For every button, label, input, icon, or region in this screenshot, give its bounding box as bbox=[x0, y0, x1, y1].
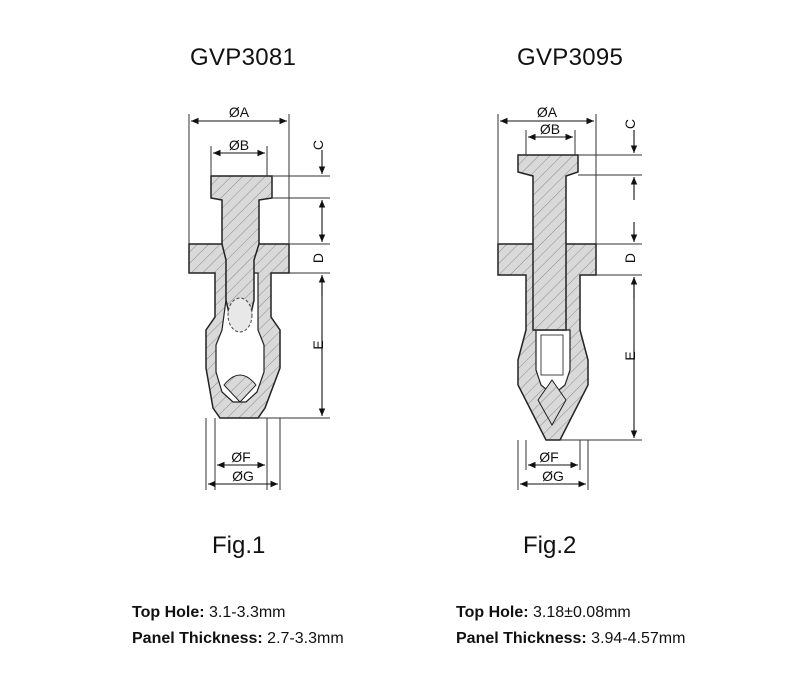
figure-label-2: Fig.2 bbox=[523, 532, 577, 559]
spec-panel-thickness: Panel Thickness: 2.7-3.3mm bbox=[132, 630, 344, 647]
dim-label-a: ØA bbox=[537, 104, 558, 120]
dim-label-b: ØB bbox=[229, 137, 249, 153]
dim-label-d: D bbox=[622, 253, 638, 263]
spec-top-hole: Top Hole: 3.18±0.08mm bbox=[456, 604, 631, 621]
figure-label-1: Fig.1 bbox=[212, 532, 266, 559]
dim-label-g: ØG bbox=[542, 468, 564, 484]
dim-label-g: ØG bbox=[232, 468, 254, 484]
dim-label-b: ØB bbox=[540, 121, 560, 137]
dim-label-e: E bbox=[310, 340, 326, 349]
specs-gvp3081: Top Hole: 3.1-3.3mm Panel Thickness: 2.7… bbox=[132, 600, 344, 652]
dim-label-f: ØF bbox=[539, 449, 558, 465]
dim-label-f: ØF bbox=[231, 449, 250, 465]
technical-drawing-gvp3095: ØA ØB C D E ØF ØG bbox=[497, 104, 642, 490]
dim-label-d: D bbox=[310, 253, 326, 263]
specs-gvp3095: Top Hole: 3.18±0.08mm Panel Thickness: 3… bbox=[456, 600, 685, 652]
dim-label-e: E bbox=[622, 351, 638, 360]
spec-top-hole: Top Hole: 3.1-3.3mm bbox=[132, 604, 286, 621]
part-title-gvp3095: GVP3095 bbox=[517, 44, 624, 71]
part-title-gvp3081: GVP3081 bbox=[190, 44, 297, 71]
pin-outline bbox=[517, 154, 579, 331]
spec-panel-thickness: Panel Thickness: 3.94-4.57mm bbox=[456, 630, 686, 647]
dim-label-c: C bbox=[622, 119, 638, 129]
technical-drawing-gvp3081: ØA ØB C D E ØF ØG bbox=[188, 104, 330, 490]
dim-label-c: C bbox=[310, 140, 326, 150]
dim-label-a: ØA bbox=[229, 104, 250, 120]
